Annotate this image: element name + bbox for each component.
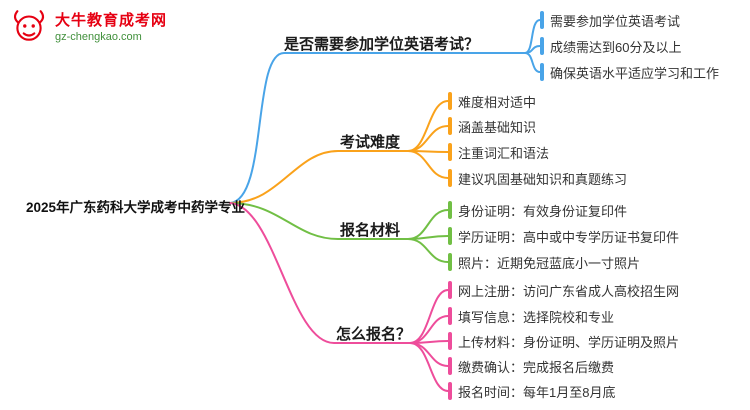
leaf-label: 报名时间：每年1月至8月底 [458,384,616,400]
leaf-label: 确保英语水平适应学习和工作 [550,65,720,81]
leaf-node: 建议巩固基础知识和真题练习 [448,168,627,188]
leaf-color-bar [540,37,544,55]
logo-bull-icon [10,8,48,49]
leaf-color-bar [448,253,452,271]
leaf-label: 需要参加学位英语考试 [550,13,681,29]
branch-how-to-apply: 怎么报名？ [336,326,412,343]
leaf-node: 需要参加学位英语考试 [540,10,680,30]
leaf-node: 学历证明：高中或中专学历证书复印件 [448,226,679,246]
leaf-color-bar [448,281,452,299]
leaf-label: 网上注册：访问广东省成人高校招生网 [458,283,680,299]
leaf-node: 成绩需达到60分及以上 [540,36,681,56]
leaf-node: 确保英语水平适应学习和工作 [540,62,719,82]
leaf-label: 上传材料：身份证明、学历证明及照片 [458,334,680,350]
leaf-label: 填写信息：选择院校和专业 [458,309,615,325]
leaf-color-bar [448,307,452,325]
leaf-label: 建议巩固基础知识和真题练习 [458,171,628,187]
leaf-node: 网上注册：访问广东省成人高校招生网 [448,280,679,300]
leaf-color-bar [448,357,452,375]
branch-application-materials: 报名材料 [340,222,401,239]
leaf-label: 缴费确认：完成报名后缴费 [458,359,615,375]
leaf-color-bar [448,143,452,161]
branch-exam-difficulty: 考试难度 [340,134,401,151]
leaf-node: 身份证明：有效身份证复印件 [448,200,627,220]
leaf-label: 身份证明：有效身份证复印件 [458,203,628,219]
site-logo: 大牛教育成考网 gz-chengkao.com [10,8,167,49]
leaf-color-bar [448,201,452,219]
leaf-color-bar [448,117,452,135]
leaf-node: 上传材料：身份证明、学历证明及照片 [448,331,679,351]
leaf-node: 难度相对适中 [448,91,536,111]
leaf-color-bar [540,11,544,29]
leaf-node: 涵盖基础知识 [448,116,536,136]
leaf-color-bar [448,92,452,110]
root-topic: 2025年广东药科大学成考中药学专业 [26,200,246,215]
logo-title: 大牛教育成考网 [55,12,168,30]
leaf-label: 学历证明：高中或中专学历证书复印件 [458,229,680,245]
leaf-color-bar [448,332,452,350]
leaf-color-bar [448,227,452,245]
leaf-label: 注重词汇和语法 [458,145,550,161]
leaf-label: 涵盖基础知识 [458,119,537,135]
leaf-label: 成绩需达到60分及以上 [550,39,682,55]
leaf-node: 填写信息：选择院校和专业 [448,306,614,326]
leaf-node: 注重词汇和语法 [448,142,549,162]
leaf-label: 照片：近期免冠蓝底小一寸照片 [458,255,641,271]
leaf-color-bar [448,169,452,187]
leaf-color-bar [540,63,544,81]
leaf-node: 缴费确认：完成报名后缴费 [448,356,614,376]
leaf-node: 报名时间：每年1月至8月底 [448,381,615,401]
leaf-node: 照片：近期免冠蓝底小一寸照片 [448,252,640,272]
leaf-label: 难度相对适中 [458,94,537,110]
leaf-color-bar [448,382,452,400]
logo-domain: gz-chengkao.com [55,31,142,43]
branch-need-degree-english-exam: 是否需要参加学位英语考试？ [284,36,480,53]
